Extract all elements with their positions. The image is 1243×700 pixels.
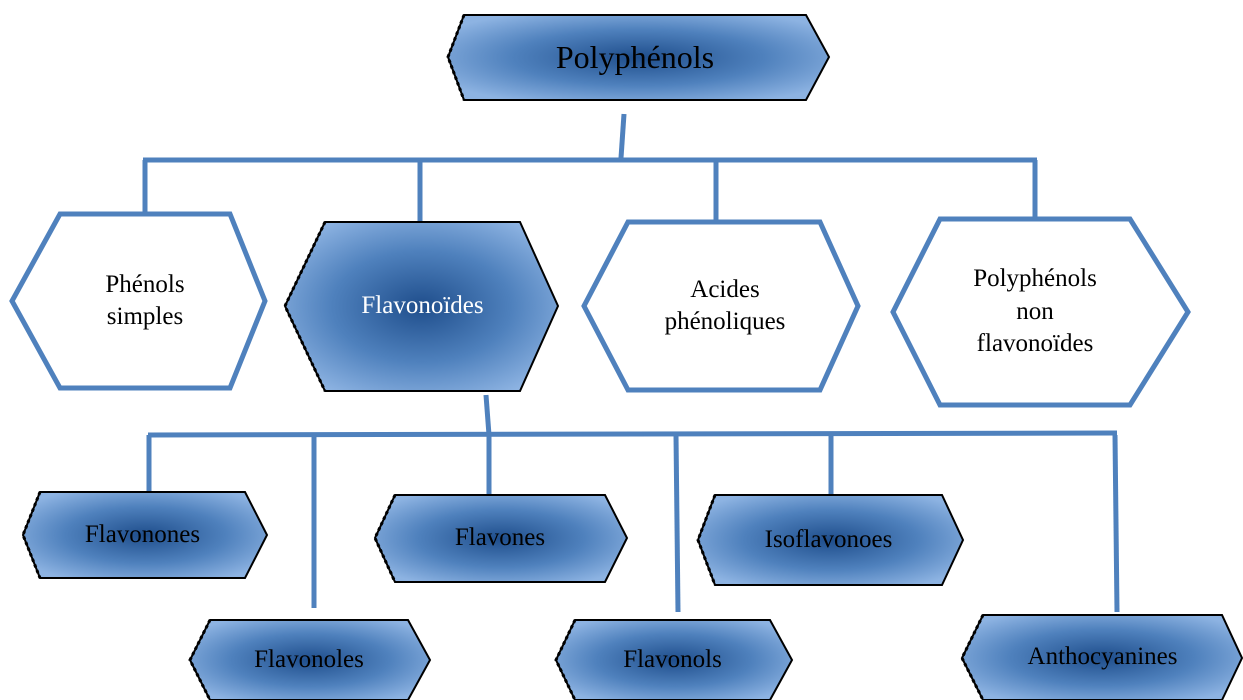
connectors-bottom	[146, 394, 1120, 613]
node-root-shape	[446, 14, 831, 101]
connectors-top	[142, 113, 1038, 222]
connector-anthocyanines	[1112, 434, 1120, 613]
connector-root-stem	[618, 113, 627, 159]
node-polyphenols-nf-shape	[890, 216, 1191, 408]
node-flavonoides-shape	[283, 221, 560, 392]
node-phenols-simples-shape	[9, 211, 268, 391]
node-acides-phenoliques-shape	[581, 219, 861, 393]
connector-flavonols	[673, 434, 681, 613]
node-anthocyanines-shape	[960, 614, 1243, 700]
node-flavonones-shape	[21, 491, 269, 579]
node-flavonoles-shape	[188, 619, 432, 700]
node-flavonols-shape	[554, 619, 794, 700]
node-isoflavonoes-shape	[696, 494, 965, 586]
connector-flavonoides-stem	[483, 394, 492, 436]
connector-bottom-bar	[147, 430, 1118, 438]
node-flavones-shape	[373, 494, 629, 583]
